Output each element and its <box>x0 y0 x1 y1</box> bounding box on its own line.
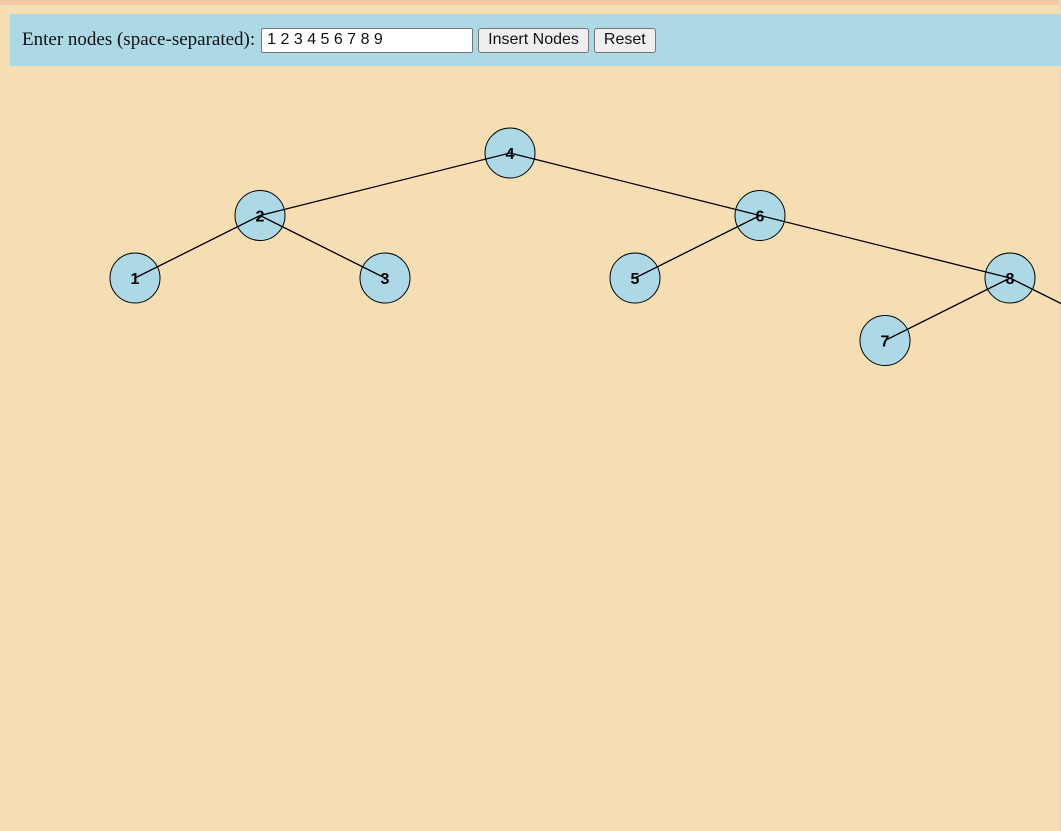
tree-node-label: 3 <box>381 271 390 288</box>
tree-edge-6-5 <box>634 214 761 279</box>
tree-node-label: 7 <box>881 334 890 351</box>
tree-node-label: 8 <box>1006 271 1015 288</box>
tree-edge-2-1 <box>134 214 261 279</box>
window-right-edge <box>1059 0 1061 831</box>
edges-overlay <box>134 152 1061 342</box>
tree-node-label: 5 <box>631 271 640 288</box>
nodes-input[interactable] <box>261 27 474 53</box>
tree-edge-8-9 <box>1009 277 1061 305</box>
reset-button[interactable]: Reset <box>593 27 656 53</box>
tree-node-label: 1 <box>131 271 140 288</box>
window-top-edge <box>0 0 1061 5</box>
tree-edge-2-3 <box>259 214 386 279</box>
tree-edge-8-7 <box>884 277 1011 342</box>
input-toolbar: Enter nodes (space-separated): Insert No… <box>10 14 1061 66</box>
tree-edge-4-2 <box>259 152 511 217</box>
nodes-input-label: Enter nodes (space-separated): <box>22 29 256 50</box>
tree-edge-4-6 <box>509 152 761 217</box>
nodes-layer: 426135879 <box>109 127 1036 366</box>
insert-nodes-button[interactable]: Insert Nodes <box>478 27 589 53</box>
tree-node-label: 4 <box>506 146 515 163</box>
tree-node-label: 2 <box>256 209 265 226</box>
tree-node-label: 6 <box>756 209 765 226</box>
tree-edge-6-8 <box>759 214 1011 279</box>
